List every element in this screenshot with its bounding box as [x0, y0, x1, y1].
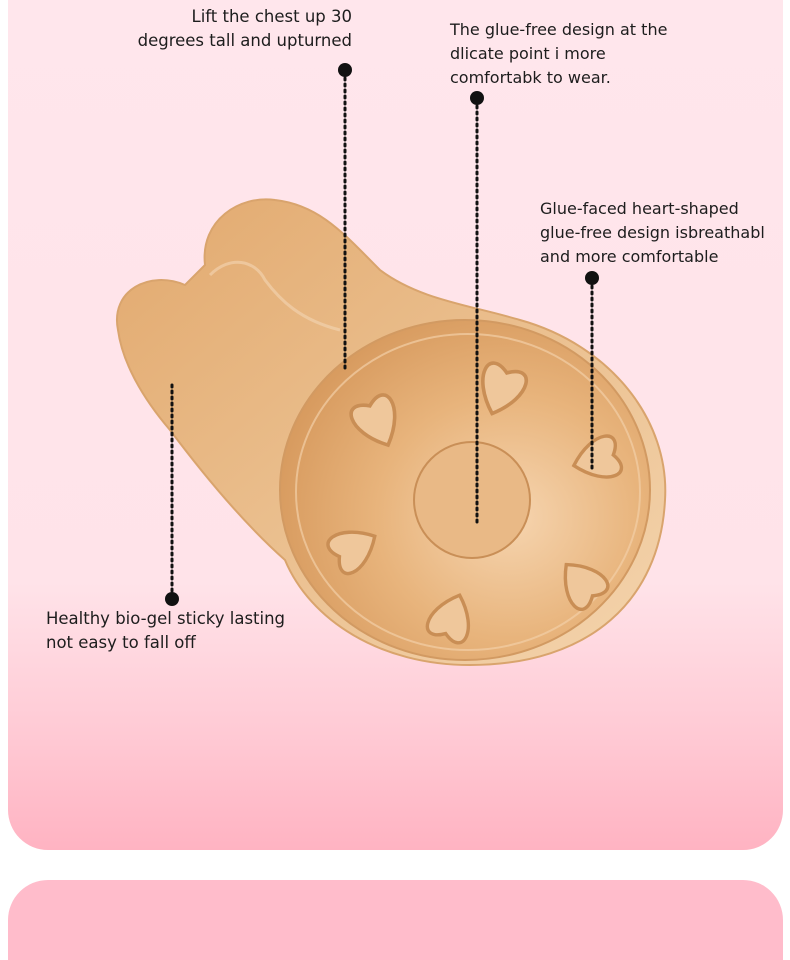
- dot-heart: [585, 271, 599, 285]
- callout-glue-free: The glue-free design at the dlicate poin…: [450, 20, 668, 87]
- callout-bio-gel: Healthy bio-gel sticky lasting not easy …: [46, 609, 286, 652]
- leader-dots: [165, 63, 599, 606]
- ear-notch: [208, 260, 341, 332]
- center-circle: [413, 441, 531, 559]
- dot-glue-free: [470, 91, 484, 105]
- callout-heart-shaped: Glue-faced heart-shaped glue-free design…: [540, 199, 765, 266]
- dot-lift: [338, 63, 352, 77]
- callout-lift: Lift the chest up 30 degrees tall and up…: [137, 7, 352, 50]
- product-illustration: [115, 63, 667, 667]
- dot-bio-gel: [165, 592, 179, 606]
- cup-inner: [295, 333, 641, 651]
- leader-lines: [170, 70, 594, 599]
- heart-pads: [326, 361, 624, 645]
